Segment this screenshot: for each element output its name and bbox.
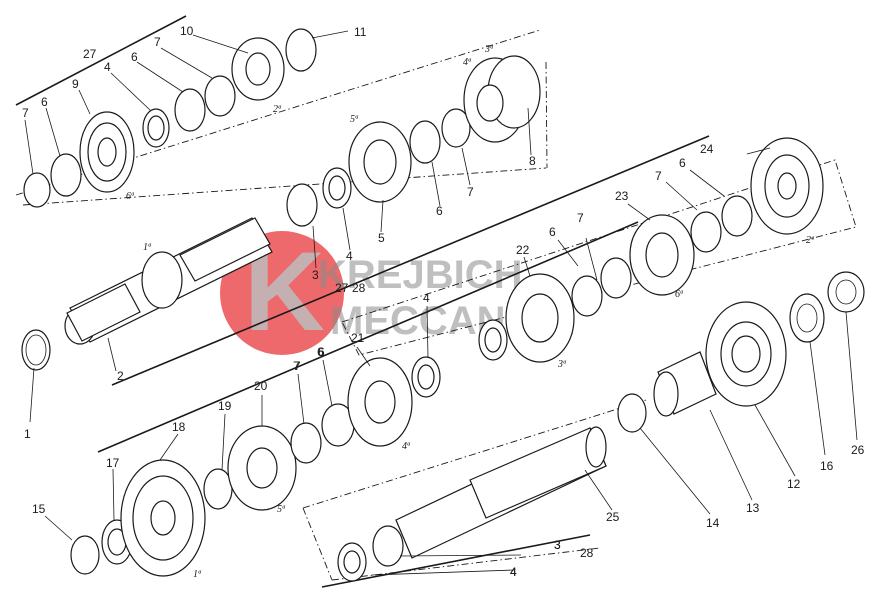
callout-16: 16 [820, 459, 834, 473]
callout-17: 17 [106, 456, 120, 470]
callout-3-mid: 3 [554, 538, 561, 552]
callout-18: 18 [172, 420, 186, 434]
gear-label-2-upper: 2ª [273, 104, 282, 115]
gear-label-6-upper: 6ª [126, 191, 135, 202]
callout-7: 7 [22, 106, 29, 120]
callout-6: 6 [41, 95, 48, 109]
gear-label-6-right: 6ª [675, 289, 684, 300]
callout-4-mid: 4 [510, 565, 517, 579]
callout-24: 24 [700, 142, 714, 156]
callout-19: 19 [218, 399, 232, 413]
callout-21: 21 [351, 331, 365, 345]
callout-7-shaft: 7 [294, 359, 301, 373]
callout-3: 3 [312, 268, 319, 282]
callout-2: 2 [117, 369, 124, 383]
callout-4-bottom: 4 [510, 565, 517, 579]
callout-23: 23 [615, 189, 629, 203]
gear-label-1-lower: 1ª [193, 569, 202, 580]
frame-lines [15, 15, 857, 588]
middle-shaft-assembly [478, 137, 824, 363]
callout-27-mid: 27 [335, 281, 349, 295]
watermark-line-1: KREJBICH [318, 253, 522, 297]
gear-label-2-right: 2ª [806, 235, 815, 246]
callout-7-top-b: 7 [154, 35, 161, 49]
callout-6-mid: 6 [436, 204, 443, 218]
callout-4-top: 4 [104, 60, 111, 74]
callout-labels: 1 2 3 4 6 7 9 10 11 27 6 7 4 6 7 3 4 27 … [22, 24, 865, 579]
callout-1: 1 [24, 427, 31, 441]
callout-15: 15 [32, 502, 46, 516]
callout-22: 22 [516, 243, 530, 257]
callout-3-bottom: 3 [554, 538, 561, 552]
upper-shaft-assembly [21, 28, 541, 371]
callout-6-top-b: 6 [131, 50, 138, 64]
callout-6-center: 6 [549, 225, 556, 239]
callout-27-top: 27 [83, 47, 97, 61]
callout-8: 8 [529, 154, 536, 168]
gear-label-4-lower: 4ª [402, 441, 411, 452]
gear-label-4-upper: 4ª [463, 57, 472, 68]
callout-28-mid: 28 [352, 281, 366, 295]
leader-lines [24, 30, 858, 576]
gear-label-5-upper: 5ª [350, 114, 359, 125]
callout-11: 11 [354, 25, 367, 39]
gear-label-3-center: 3ª [557, 359, 567, 370]
callout-10: 10 [180, 24, 194, 38]
callout-14: 14 [706, 516, 720, 530]
callout-28-bottom: 28 [580, 546, 594, 560]
callout-9: 9 [72, 77, 79, 91]
callout-6-lower: 6 [317, 345, 324, 359]
lower-shaft-assembly [70, 356, 607, 582]
gear-label-5-lower: 5ª [277, 504, 286, 515]
callout-25: 25 [606, 510, 620, 524]
callout-6-right: 6 [679, 156, 686, 170]
output-side-parts [617, 271, 865, 433]
callout-12: 12 [787, 477, 801, 491]
gear-ratio-labels: 1ª 2ª 3ª 4ª 5ª 6ª 1ª 2ª 3ª 4ª 5ª 6ª [126, 44, 815, 580]
callout-5: 5 [378, 231, 385, 245]
callout-7-lower: 7 [293, 359, 300, 373]
callout-4: 4 [346, 249, 353, 263]
callout-7-center: 7 [577, 211, 584, 225]
callout-7-mid: 7 [467, 185, 474, 199]
callout-20: 20 [254, 379, 268, 393]
callout-7-right: 7 [655, 169, 662, 183]
gear-label-3-upper: 3ª [484, 44, 494, 55]
callout-26: 26 [851, 443, 865, 457]
callout-4-center: 4 [423, 291, 430, 305]
callout-13: 13 [746, 501, 760, 515]
callout-6-shaft: 6 [318, 345, 325, 359]
gear-label-1-upper: 1ª [143, 242, 152, 253]
